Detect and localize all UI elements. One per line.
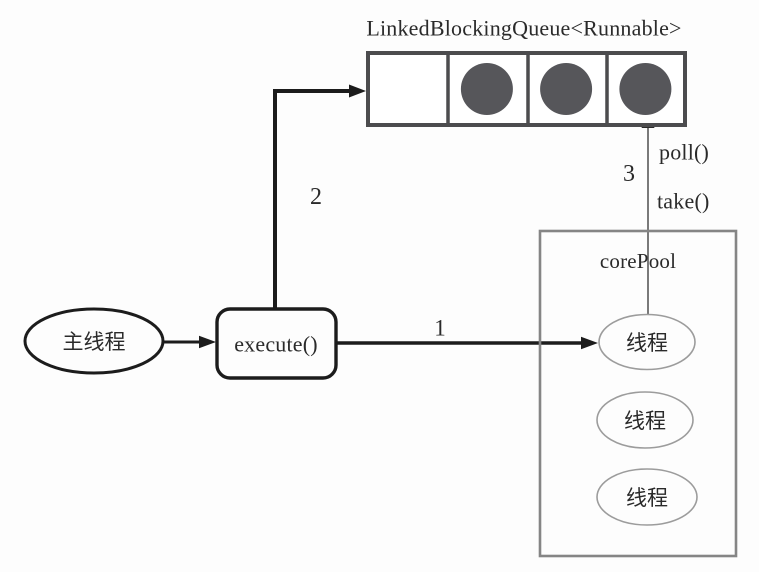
queued-task-circle: [460, 63, 513, 115]
main-thread-label: 主线程: [63, 330, 126, 354]
main-thread-node: [23, 307, 165, 375]
core-pool-box: [538, 229, 738, 558]
arrow-step2-head: [349, 84, 366, 98]
core-pool: corePool 线程 线程 线程: [538, 229, 738, 558]
execute-label: execute(): [234, 332, 318, 357]
arrow-step1-label: 1: [434, 316, 446, 341]
thread-label: 线程: [626, 331, 668, 355]
thread-node: [596, 468, 698, 526]
blocking-queue: [366, 51, 687, 127]
arrow-step1-head: [581, 336, 598, 350]
thread-node: [596, 391, 694, 449]
thread-node: [598, 313, 696, 371]
thread-label: 线程: [626, 486, 668, 510]
core-pool-label: corePool: [600, 249, 676, 273]
poll-label: poll(): [659, 140, 709, 165]
queued-task-circle: [540, 63, 593, 115]
thread-label: 线程: [624, 409, 666, 433]
arrow-step2-line: [273, 89, 351, 309]
queue-tasks: [460, 63, 672, 115]
queue-title: LinkedBlockingQueue<Runnable>: [366, 16, 681, 41]
queued-task-circle: [619, 63, 672, 115]
arrow-step3-label: 3: [623, 161, 635, 187]
arrow-step2-label: 2: [310, 184, 322, 210]
take-label: take(): [657, 189, 710, 214]
arrow-main-head: [199, 335, 216, 349]
